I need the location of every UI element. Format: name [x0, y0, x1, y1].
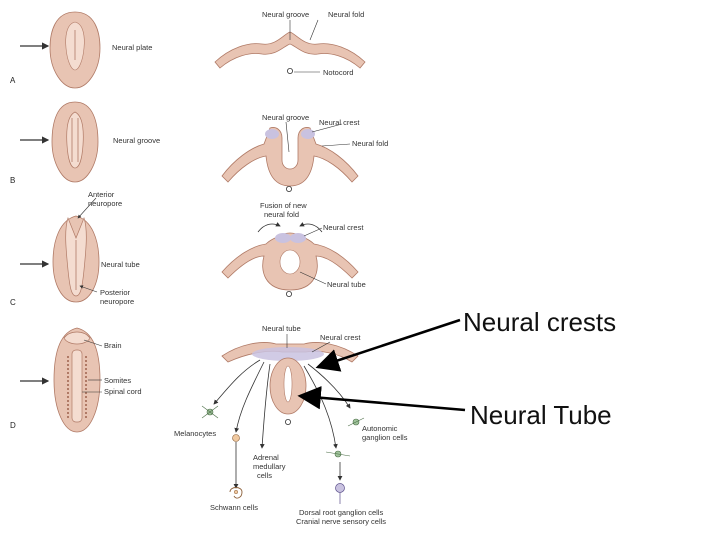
- label-autonomic-2: ganglion cells: [362, 433, 408, 442]
- label-schwann: Schwann cells: [210, 503, 258, 512]
- arrow-neural-crests: [315, 318, 461, 372]
- label-neural-groove-a: Neural groove: [262, 10, 309, 19]
- schwann-cell-precursor: [232, 434, 240, 442]
- arrow-neural-tube: [297, 386, 466, 412]
- label-cranial-nerve: Cranial nerve sensory cells: [296, 517, 386, 526]
- cross-section-b-neural-groove: [221, 127, 359, 187]
- spinal-cord-region: [71, 349, 83, 423]
- autonomic-ganglion-cell: [347, 417, 365, 427]
- label-adrenal-2: medullary: [253, 462, 286, 471]
- label-anterior-neuropore-2: neuropore: [88, 199, 122, 208]
- notochord-a: [286, 68, 293, 75]
- stage-c: C Anterior neuropore Neural tube Posteri…: [10, 190, 366, 307]
- schwann-cell: [229, 487, 243, 499]
- label-neural-crest-b: Neural crest: [319, 118, 360, 127]
- melanocyte-cell: [201, 405, 219, 419]
- dorsal-root-ganglion-cell: [325, 450, 351, 458]
- label-neural-tube-d: Neural tube: [262, 324, 301, 333]
- label-neural-crest-c: Neural crest: [323, 223, 364, 232]
- label-neural-tube-c: Neural tube: [327, 280, 366, 289]
- brain-region: [63, 331, 91, 345]
- label-fusion-1: Fusion of new: [260, 201, 307, 210]
- stage-c-letter: C: [10, 298, 16, 307]
- label-neural-groove-b: Neural groove: [262, 113, 309, 122]
- notochord-c: [285, 290, 292, 297]
- label-autonomic-1: Autonomic: [362, 424, 398, 433]
- label-posterior-neuropore-1: Posterior: [100, 288, 131, 297]
- stage-a-letter: A: [10, 76, 16, 85]
- notochord-b: [285, 185, 292, 192]
- label-dorsal-root: Dorsal root ganglion cells: [299, 508, 383, 517]
- neural-crest-d-band: [252, 347, 324, 361]
- label-neural-groove-side: Neural groove: [113, 136, 160, 145]
- label-posterior-neuropore-2: neuropore: [100, 297, 134, 306]
- label-notocord: Notocord: [323, 68, 353, 77]
- annotation-neural-crests: Neural crests: [463, 307, 617, 337]
- migration-arrow-schwann: [234, 361, 265, 433]
- label-brain: Brain: [104, 341, 122, 350]
- label-neural-fold-b: Neural fold: [352, 139, 388, 148]
- migration-arrow-cranial: [303, 365, 338, 449]
- label-neural-fold-a: Neural fold: [328, 10, 364, 19]
- neural-crest-b-right: [301, 129, 315, 139]
- neural-crest-b-left: [265, 129, 279, 139]
- notochord-d: [284, 418, 291, 425]
- label-adrenal-3: cells: [257, 471, 272, 480]
- stage-a: A Neural plate Neural groove Neural fold…: [10, 10, 366, 89]
- label-melanocytes: Melanocytes: [174, 429, 216, 438]
- migration-arrow-autonomic: [307, 363, 351, 409]
- neural-crest-c-left: [275, 233, 291, 243]
- neural-crest-c-right: [290, 233, 306, 243]
- annotation-neural-tube: Neural Tube: [470, 400, 612, 430]
- stage-d: D Brain Somites Spinal cord Neural tube …: [10, 324, 408, 526]
- label-neural-tube-side: Neural tube: [101, 260, 140, 269]
- label-spinal-cord: Spinal cord: [104, 387, 142, 396]
- stage-d-letter: D: [10, 421, 16, 430]
- label-anterior-neuropore-1: Anterior: [88, 190, 115, 199]
- stage-b: B Neural groove Neural groove Neural cre…: [10, 101, 388, 192]
- label-neural-plate: Neural plate: [112, 43, 152, 52]
- cranial-nerve-sensory-cell: [335, 483, 345, 504]
- label-adrenal-1: Adrenal: [253, 453, 279, 462]
- stage-b-letter: B: [10, 176, 15, 185]
- label-neural-crest-d: Neural crest: [320, 333, 361, 342]
- migration-arrow-melanocytes: [213, 359, 261, 405]
- label-fusion-2: neural fold: [264, 210, 299, 219]
- label-somites: Somites: [104, 376, 131, 385]
- migration-arrow-adrenal: [259, 363, 271, 449]
